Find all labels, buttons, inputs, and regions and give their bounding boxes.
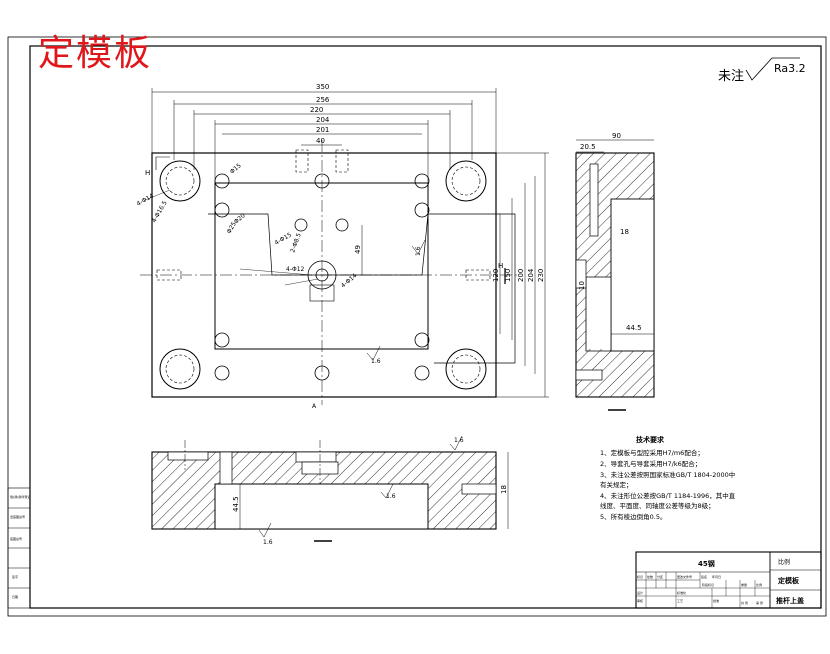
hole-note: 4-Φ16.5 [151, 200, 169, 224]
roughness-mark: 1.6 [415, 246, 422, 256]
dim-label: 20.5 [580, 143, 596, 151]
title-cell: 签名 [701, 574, 707, 579]
dim-label: 204 [316, 116, 330, 124]
dim-label: 150 [504, 269, 512, 282]
roughness-prefix: 未注 [718, 69, 744, 84]
hole-note: Φ15 [229, 162, 243, 175]
title-cell: 更改文件号 [677, 574, 692, 579]
left-strip-label: 底图总号 [10, 536, 22, 541]
guide-hole [159, 160, 201, 202]
title-scale-label: 比例 [778, 558, 790, 566]
title-cell: 批准 [713, 598, 719, 603]
section-marker: A [312, 403, 317, 410]
left-strip: 借(通)用件登记 旧底图总号 底图总号 签字 日期 [7, 487, 30, 609]
roughness-value: Ra3.2 [774, 62, 806, 75]
title-drawing-name: 推杆上盖 [776, 596, 804, 605]
tech-note-line: 有关规定； [600, 480, 633, 489]
dim-label: 350 [316, 83, 329, 91]
tech-note-line: 2、导套孔与导套采用H7/k6配合； [600, 459, 701, 468]
title-cell: 标记 [637, 574, 643, 579]
title-cell: 共 张 [741, 600, 748, 605]
title-cell: 年月日 [712, 574, 721, 579]
title-material: 45钢 [698, 559, 715, 568]
roughness-note: 未注 Ra3.2 [718, 57, 806, 84]
dim-label: 220 [310, 106, 323, 114]
left-strip-label: 借(通)用件登记 [10, 494, 30, 499]
title-cell: 分区 [657, 574, 663, 579]
tech-note-line: 线度、平面度、同轴度公差等级为8级； [600, 501, 715, 510]
title-cell: 重量 [741, 582, 747, 587]
section-marker: H [498, 262, 503, 270]
tech-notes: 技术要求 1、定模板与型腔采用H7/m6配合； 2、导套孔与导套采用H7/k6配… [600, 435, 736, 521]
hole-note: 4-Φ12 [286, 266, 305, 273]
dim-label: 204 [527, 268, 535, 282]
guide-hole [159, 348, 201, 390]
roughness-mark: 1.6 [371, 358, 381, 365]
title-cell: 审核 [637, 598, 643, 603]
left-strip-label: 旧底图总号 [10, 514, 25, 519]
hole-note: 4-Φ15 [274, 231, 294, 246]
title-cell: 处数 [647, 574, 653, 579]
dim-label: 120 [492, 269, 500, 282]
dim-label: 44.5 [626, 324, 642, 332]
guide-hole [445, 160, 487, 202]
dim-label: 201 [316, 126, 329, 134]
dim-label: 256 [316, 96, 330, 104]
left-strip-label: 签字 [12, 574, 18, 579]
title-cell: 阶段标记 [702, 582, 714, 587]
roughness-mark: 1.6 [263, 539, 273, 546]
left-strip-label: 日期 [12, 594, 18, 599]
tech-note-line: 3、未注公差按照国家标准GB/T 1804-2000中 [600, 470, 735, 479]
section-marker: H [145, 169, 150, 177]
dim-label: 44.5 [232, 496, 240, 512]
title-cell: 工艺 [677, 598, 683, 603]
dim-label: 230 [537, 269, 545, 282]
title-stamp: 定模板 [38, 33, 153, 74]
tech-note-line: 5、所有棱边倒角0.5。 [600, 512, 666, 521]
title-part-name: 定模板 [778, 576, 800, 585]
title-cell: 设计 [637, 590, 643, 595]
title-block [635, 551, 822, 609]
front-view: 350 256 220 204 201 40 230 204 200 150 1… [136, 83, 549, 410]
dim-label: 18 [500, 485, 508, 494]
roughness-mark: 1.6 [454, 437, 464, 444]
dim-label: 49 [354, 245, 362, 254]
dim-label: 18 [620, 228, 629, 236]
cavity-outline [214, 182, 429, 350]
tech-note-line: 4、未注形位公差按GB/T 1184-1996，其中直 [600, 491, 736, 500]
dim-label: 10 [578, 281, 586, 290]
dim-label: 40 [316, 137, 325, 145]
dim-label: 200 [517, 269, 525, 282]
side-view: 90 20.5 18 10 44.5 [575, 132, 655, 411]
outer-border [7, 36, 827, 617]
section-view: 44.5 18 1.6 1.6 1.6 [151, 435, 509, 546]
tech-notes-heading: 技术要求 [636, 435, 665, 444]
roughness-mark: 1.6 [386, 493, 396, 500]
tech-note-line: 1、定模板与型腔采用H7/m6配合； [600, 448, 704, 457]
title-cell: 标准化 [677, 590, 686, 595]
guide-hole [445, 348, 487, 390]
title-cell: 比例 [756, 582, 762, 587]
title-cell: 第 张 [756, 600, 763, 605]
inner-border [29, 45, 822, 609]
dim-label: 90 [612, 132, 621, 140]
